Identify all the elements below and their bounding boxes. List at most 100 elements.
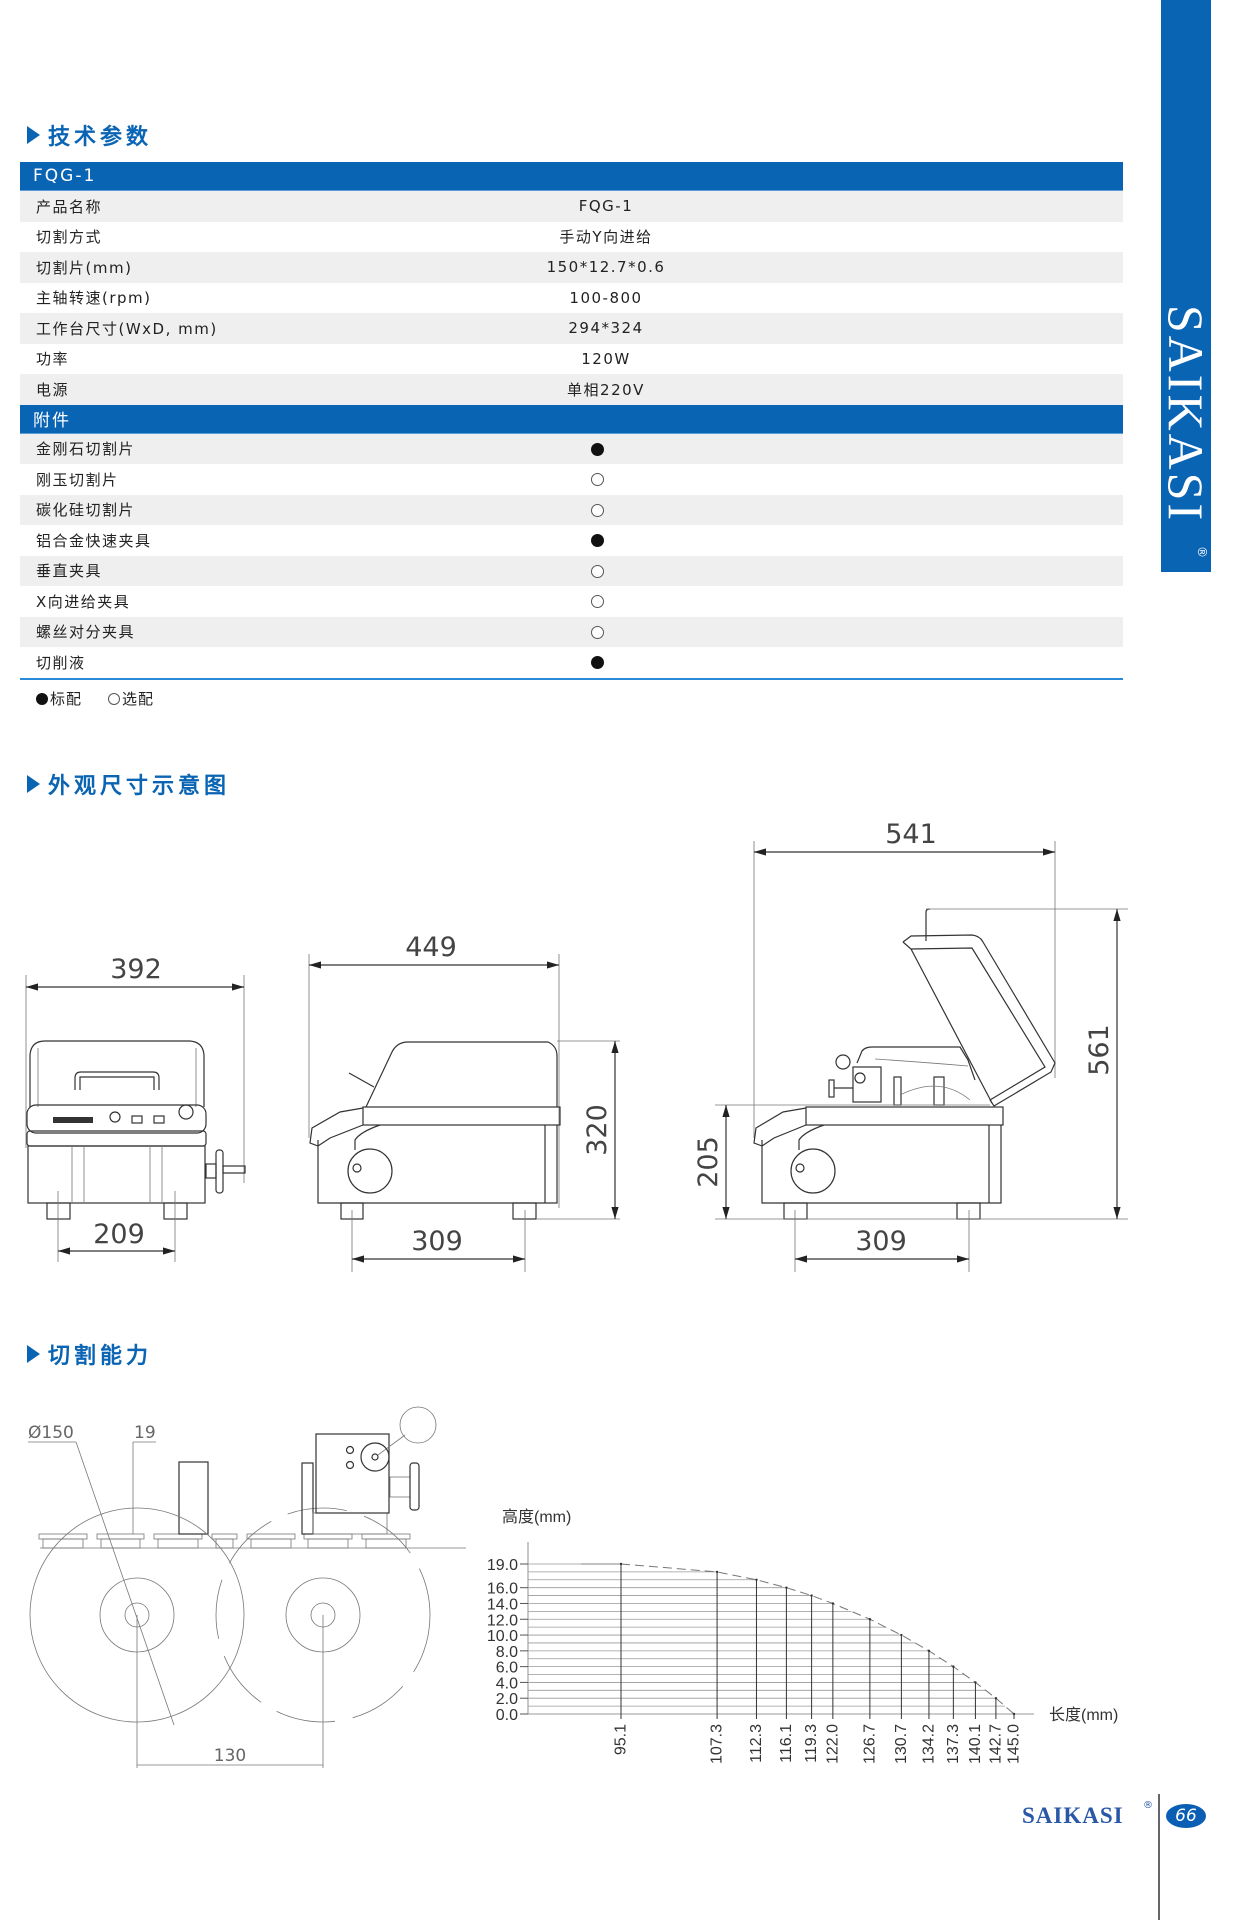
section-title-text: 切割能力 (48, 1344, 153, 1369)
chart-data-point (755, 1578, 758, 1581)
dim-open-feet: 309 (855, 1226, 907, 1257)
page-number: 66 (1175, 1806, 1197, 1826)
dim-side-height: 320 (582, 1104, 613, 1156)
footer-divider (1158, 1794, 1160, 1920)
footer-registered-mark: ® (1143, 1800, 1153, 1811)
chart-x-tick-label: 142.7 (987, 1724, 1004, 1764)
chart-x-tick-label: 119.3 (803, 1724, 820, 1763)
triangle-bullet-icon (27, 1345, 40, 1363)
chart-y-tick-label: 10.0 (487, 1628, 518, 1645)
max-height-label: 19 (134, 1423, 156, 1443)
accessories-header-text: 附件 (33, 411, 71, 431)
spec-row: 切割方式手动Y向进给 (36, 228, 653, 247)
section-title-tech-specs: 技术参数 (27, 121, 153, 150)
chart-data-point (974, 1681, 977, 1684)
section-title-cutting-capacity: 切割能力 (27, 1340, 153, 1369)
chart-data-point (619, 1562, 623, 1566)
open-lid-view-drawing: 541 561 205 309 (693, 819, 1128, 1272)
optional-empty-circle-icon (591, 503, 604, 517)
optional-empty-circle-icon (591, 473, 604, 486)
chart-x-tick-label: 130.7 (893, 1724, 910, 1764)
accessory-name: 刚玉切割片 (36, 470, 119, 489)
accessory-row: 螺丝对分夹具 (20, 616, 1123, 647)
section-title-text: 外观尺寸示意图 (48, 774, 231, 799)
chart-y-tick-label: 12.0 (487, 1612, 518, 1629)
chart-y-tick-label: 16.0 (487, 1581, 518, 1598)
chart-data-point (785, 1586, 788, 1589)
dim-front-width: 392 (110, 954, 162, 985)
chart-data-point (715, 1570, 719, 1574)
accessory-row: 垂直夹具 (20, 555, 1123, 586)
chart-data-point (1012, 1712, 1016, 1716)
chart-data-point (868, 1618, 872, 1621)
chart-y-tick-label: 6.0 (496, 1660, 518, 1677)
spec-row: 切割片(mm)150*12.7*0.6 (20, 252, 1123, 283)
chart-data-point (810, 1594, 813, 1597)
chart-x-tick-label: 140.1 (967, 1724, 984, 1764)
chart-x-tick-label: 112.3 (748, 1724, 765, 1763)
spec-label: 工作台尺寸(WxD, mm) (36, 319, 218, 338)
dim-front-feet: 209 (93, 1219, 145, 1250)
standard-filled-circle-icon (591, 656, 604, 669)
table-header-accessories: 附件 (20, 404, 1123, 434)
worktable-slots (38, 1533, 411, 1549)
chart-y-tick-label: 0.0 (496, 1707, 518, 1724)
table-bottom-rule (20, 677, 1123, 680)
chart-data-point (831, 1602, 835, 1605)
spec-row: 电源单相220V (20, 374, 1123, 405)
brand-sidebar (1161, 0, 1211, 572)
model-header-text: FQG-1 (33, 166, 97, 186)
spec-row: 主轴转速(rpm)100-800 (36, 288, 643, 308)
chart-data-point (994, 1697, 998, 1700)
legend: 标配 选配 (36, 688, 154, 709)
section-title-text: 技术参数 (48, 125, 153, 150)
chart-capacity-curve (620, 1563, 1015, 1715)
accessory-row: 金刚石切割片 (20, 433, 1123, 464)
chart-x-tick-label: 116.1 (778, 1724, 795, 1763)
accessory-row: X向进给夹具 (20, 586, 1123, 617)
chart-x-tick-label: 134.2 (920, 1724, 937, 1764)
legend-standard: 标配 (50, 690, 83, 708)
accessory-row: 刚玉切割片 (20, 464, 1123, 495)
accessory-name: 螺丝对分夹具 (36, 623, 136, 642)
spec-row: 工作台尺寸(WxD, mm)294*324 (20, 313, 1123, 344)
cutting-capacity-diagram: Ø150 19 130 (28, 1406, 466, 1768)
spec-label: 切割方式 (36, 228, 103, 247)
blade-diameter-label: Ø150 (28, 1423, 74, 1443)
optional-empty-circle-icon (591, 595, 604, 608)
spec-label: 电源 (36, 380, 70, 399)
empty-circle-icon (108, 692, 121, 705)
chart-y-tick-label: 2.0 (496, 1691, 518, 1708)
accessory-name: 垂直夹具 (36, 562, 103, 581)
accessory-name: 金刚石切割片 (36, 440, 136, 459)
accessory-name: X向进给夹具 (36, 592, 131, 611)
dim-open-depth: 541 (885, 819, 937, 850)
optional-empty-circle-icon (591, 564, 604, 578)
chart-x-tick-label: 122.0 (824, 1724, 841, 1764)
triangle-bullet-icon (27, 126, 40, 144)
page-number-badge: 66 (1166, 1804, 1206, 1828)
chart-x-tick-label: 95.1 (613, 1724, 630, 1755)
chart-x-tick-label: 137.3 (945, 1724, 962, 1764)
spec-label: 主轴转速(rpm) (36, 289, 152, 308)
chart-data-point (952, 1665, 955, 1668)
spec-label: 切割片(mm) (36, 258, 133, 277)
optional-empty-circle-icon (591, 625, 604, 639)
spec-label: 产品名称 (36, 197, 103, 216)
standard-filled-circle-icon (591, 442, 604, 456)
accessory-row: 切削液 (20, 647, 1123, 678)
chart-x-tick-label: 145.0 (1006, 1724, 1023, 1764)
chart-y-tick-label: 4.0 (496, 1675, 518, 1692)
spec-label: 功率 (36, 350, 70, 369)
chart-y-axis-label: 高度(mm) (502, 1508, 571, 1526)
accessory-row: 碳化硅切割片 (20, 494, 1123, 525)
side-view-drawing: 449 320 309 (308, 932, 620, 1272)
chart-y-tick-label: 14.0 (487, 1596, 518, 1613)
chart-x-tick-label: 126.7 (861, 1724, 878, 1764)
blade-spacing-label: 130 (214, 1746, 246, 1766)
chart-data-point (900, 1633, 903, 1637)
